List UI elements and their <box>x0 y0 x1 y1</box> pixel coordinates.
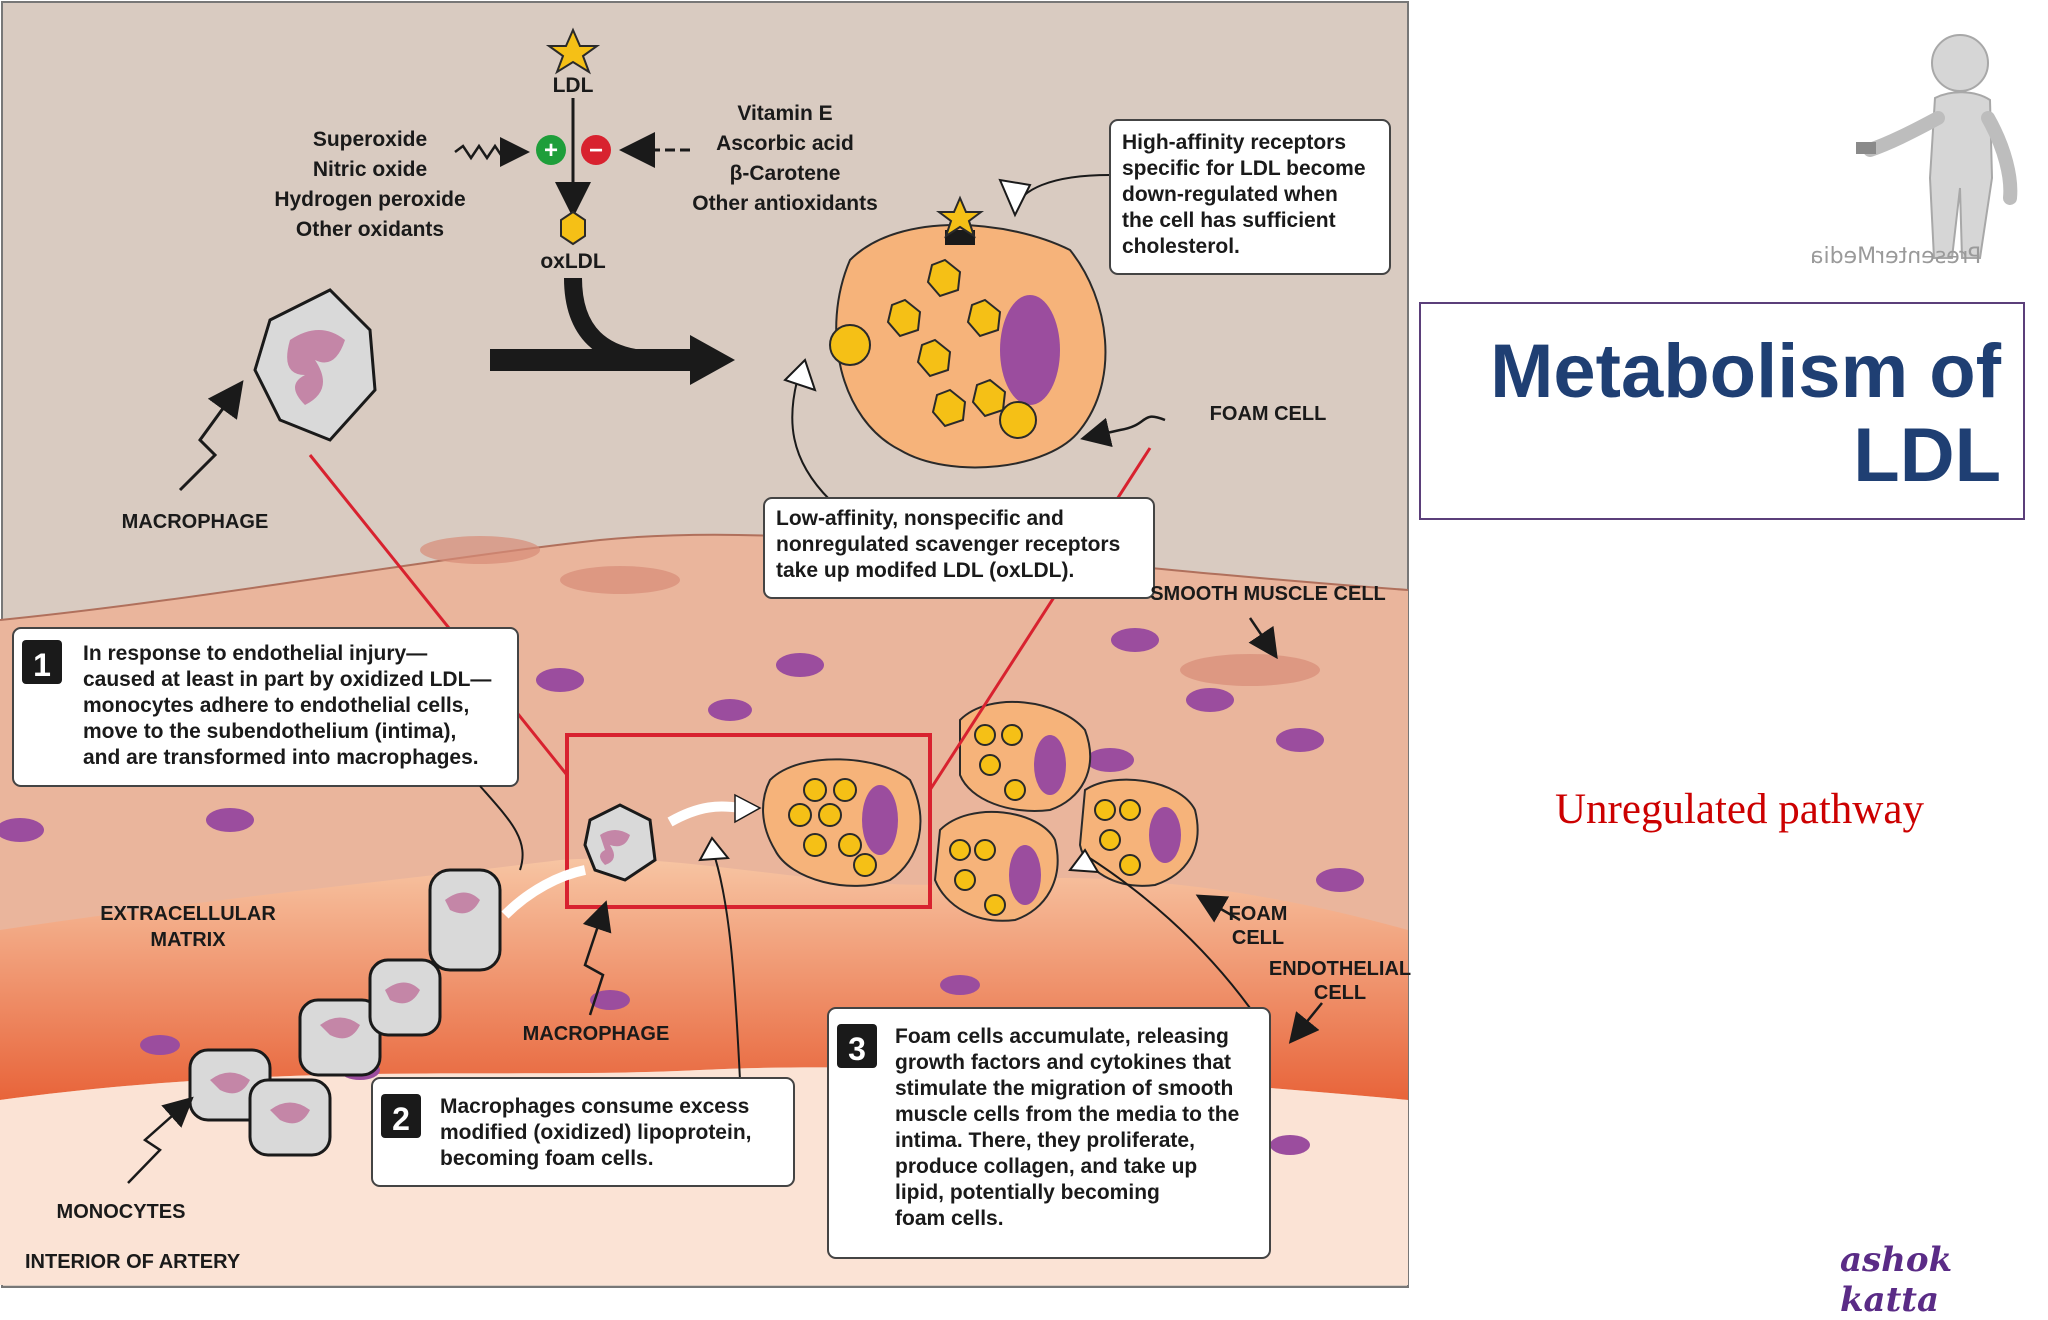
step-2-line: modified (oxidized) lipoprotein, <box>440 1121 751 1144</box>
macrophage-small <box>583 803 657 882</box>
high-affinity-line: specific for LDL become <box>1122 157 1366 180</box>
minus-sign: − <box>589 137 603 164</box>
endothelial-cell-label: ENDOTHELIAL <box>1269 958 1411 980</box>
smooth-muscle-pointer <box>1248 617 1278 660</box>
high-affinity-callout: High-affinity receptors specific for LDL… <box>998 119 1391 275</box>
monocytes-pointer <box>127 1096 194 1184</box>
title-box: Metabolism of LDL <box>1419 302 2025 520</box>
foam-cell-top-label: FOAM CELL <box>1210 403 1327 425</box>
step-3-line: produce collagen, and take up <box>895 1155 1197 1178</box>
foam-cell-bottom-label: CELL <box>1232 927 1284 949</box>
oxidant-item: Other oxidants <box>296 218 444 241</box>
step-3-line: muscle cells from the media to the <box>895 1103 1239 1126</box>
foam-cell-highlight <box>762 758 922 887</box>
oxidant-item: Nitric oxide <box>313 158 427 181</box>
connector-left <box>308 454 569 776</box>
extracellular-matrix-label: MATRIX <box>150 929 226 951</box>
antioxidants-list: Vitamin E Ascorbic acid β-Carotene Other… <box>692 102 878 215</box>
step-1-line: monocytes adhere to endothelial cells, <box>83 694 469 717</box>
macrophage-top <box>253 288 377 442</box>
plus-sign: + <box>544 137 558 164</box>
oxldl-hexagon-icon <box>560 210 586 246</box>
oxidant-item: Hydrogen peroxide <box>274 188 465 211</box>
foam-cell-bottom-pointer <box>1195 894 1241 923</box>
oxidant-item: Superoxide <box>313 128 427 151</box>
monocytes-label: MONOCYTES <box>57 1201 186 1223</box>
high-affinity-line: the cell has sufficient <box>1122 209 1336 232</box>
step-3-line: foam cells. <box>895 1207 1004 1230</box>
foam-cell-pointer <box>1080 415 1166 448</box>
low-affinity-line: Low-affinity, nonspecific and <box>776 507 1064 530</box>
antioxidant-item: Ascorbic acid <box>716 132 854 155</box>
step-3-line: Foam cells accumulate, releasing <box>895 1025 1229 1048</box>
step-3-line: stimulate the migration of smooth <box>895 1077 1233 1100</box>
step-2-box: 2 Macrophages consume excess modified (o… <box>371 836 795 1187</box>
step-3-line: growth factors and cytokines that <box>895 1051 1231 1074</box>
ldl-label: LDL <box>553 74 594 97</box>
high-affinity-line: down-regulated when <box>1122 183 1338 206</box>
extracellular-matrix-label: EXTRACELLULAR <box>100 903 276 925</box>
foam-cell-cluster <box>933 700 1199 922</box>
slide-subtitle: Unregulated pathway <box>1555 786 1924 833</box>
ldl-star-icon <box>545 27 601 75</box>
endothelial-cell-label: CELL <box>1314 982 1366 1004</box>
minus-icon <box>581 135 611 165</box>
step-3-line: lipid, potentially becoming <box>895 1181 1160 1204</box>
step-number: 3 <box>848 1031 866 1067</box>
low-affinity-callout: Low-affinity, nonspecific and nonregulat… <box>763 358 1155 599</box>
step-3-box: 3 Foam cells accumulate, releasing growt… <box>827 848 1271 1259</box>
low-affinity-line: take up modifed LDL (oxLDL). <box>776 559 1074 582</box>
step-1-arrow <box>479 785 524 871</box>
step-number: 1 <box>33 647 51 683</box>
step-1-line: In response to endothelial injury— <box>83 642 427 665</box>
low-affinity-line: nonregulated scavenger receptors <box>776 533 1120 556</box>
step-1-line: and are transformed into macrophages. <box>83 746 479 769</box>
step-2-line: Macrophages consume excess <box>440 1095 749 1118</box>
oxidant-arrow <box>454 137 530 167</box>
step-1-box: 1 In response to endothelial injury— cau… <box>12 627 519 787</box>
watermark: PresenterMedia <box>1810 244 1982 269</box>
migration-arrow <box>501 865 587 919</box>
step-3-line: intima. There, they proliferate, <box>895 1129 1195 1152</box>
slide-title: Metabolism of <box>1490 329 2001 414</box>
high-affinity-line: High-affinity receptors <box>1122 131 1346 154</box>
monocyte-cluster <box>188 868 502 1157</box>
interior-of-artery-label: INTERIOR OF ARTERY <box>25 1251 241 1273</box>
ldl-metabolism-diagram: LDL + − oxLDL Superoxide Nitric oxide Hy… <box>0 1 1411 1288</box>
foam-cell-top <box>829 195 1107 469</box>
smooth-muscle-cell-label: SMOOTH MUSCLE CELL <box>1150 583 1386 605</box>
oxidants-list: Superoxide Nitric oxide Hydrogen peroxid… <box>274 128 465 241</box>
macrophage-top-pointer <box>178 380 244 492</box>
antioxidant-item: β-Carotene <box>730 162 841 185</box>
high-affinity-line: cholesterol. <box>1122 235 1240 258</box>
foam-cell-bottom-label: FOAM <box>1229 903 1288 925</box>
step-2-line: becoming foam cells. <box>440 1147 654 1170</box>
slide-title: LDL <box>1853 413 2001 498</box>
ldl-oxidation-flow: LDL + − oxLDL <box>454 27 735 385</box>
step-number: 2 <box>392 1101 410 1137</box>
antioxidant-item: Other antioxidants <box>692 192 878 215</box>
macrophage-bottom-label: MACROPHAGE <box>523 1023 670 1045</box>
step-1-line: move to the subendothelium (intima), <box>83 720 456 743</box>
author-signature: ashok katta <box>1840 1240 1953 1320</box>
antioxidant-item: Vitamin E <box>737 102 832 125</box>
step-1-line: caused at least in part by oxidized LDL— <box>83 668 491 691</box>
oxldl-label: oxLDL <box>540 250 606 273</box>
highlight-box <box>565 733 932 909</box>
presenter-figure-icon <box>1856 34 2018 259</box>
macrophage-top-label: MACROPHAGE <box>122 511 269 533</box>
endothelial-cell-pointer <box>1288 1002 1323 1044</box>
macrophage-bottom-pointer <box>582 900 612 1016</box>
plus-icon <box>536 135 566 165</box>
